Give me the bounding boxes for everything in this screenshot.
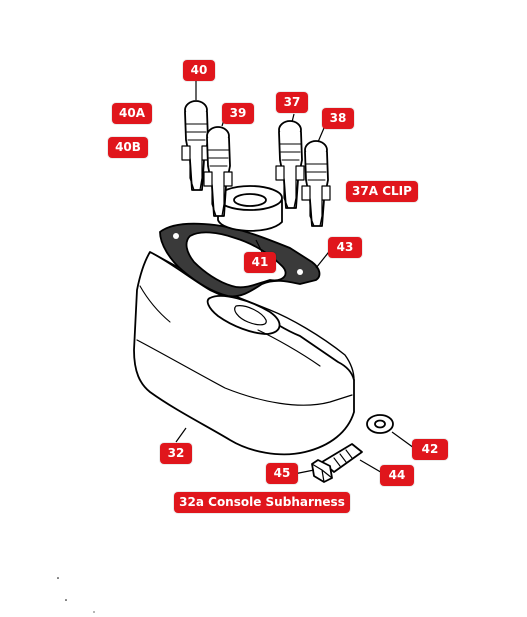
- washer: [366, 414, 394, 434]
- callout-43[interactable]: 43: [328, 237, 362, 258]
- callout-44[interactable]: 44: [380, 465, 414, 486]
- callout-45[interactable]: 45: [266, 463, 298, 484]
- scan-specks: [57, 577, 95, 613]
- callout-42[interactable]: 42: [412, 439, 448, 460]
- bolt: [311, 443, 363, 483]
- callout-37a-clip[interactable]: 37A CLIP: [346, 181, 418, 202]
- switch-40: [181, 100, 211, 191]
- callout-32a-console-subharness[interactable]: 32a Console Subharness: [174, 492, 350, 513]
- callout-37[interactable]: 37: [276, 92, 308, 113]
- gasket: [159, 222, 321, 298]
- callout-32[interactable]: 32: [160, 443, 192, 464]
- callout-39[interactable]: 39: [222, 103, 254, 124]
- switch-39: [203, 126, 233, 217]
- callout-40a[interactable]: 40A: [112, 103, 152, 124]
- switch-37: [275, 120, 305, 209]
- callout-41[interactable]: 41: [244, 252, 276, 273]
- callout-40[interactable]: 40: [183, 60, 215, 81]
- switch-38: [301, 140, 331, 227]
- callout-40b[interactable]: 40B: [108, 137, 148, 158]
- callout-38[interactable]: 38: [322, 108, 354, 129]
- mounting-ring: [217, 185, 283, 232]
- console-housing: [133, 251, 355, 456]
